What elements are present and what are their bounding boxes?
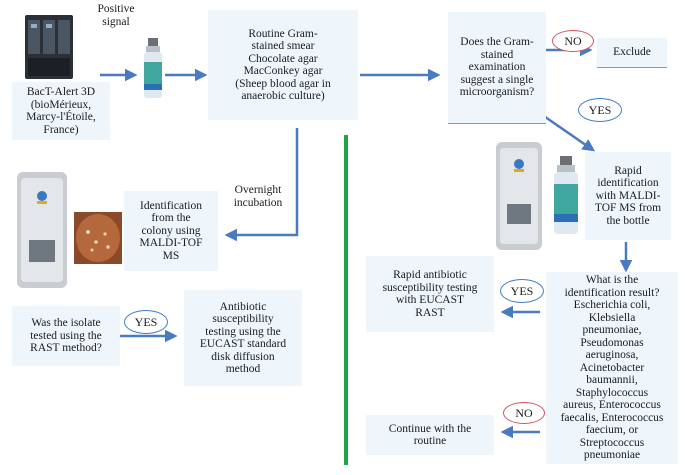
blood-culture-bottle-icon — [144, 38, 162, 98]
continue-routine-box: Continue with the routine — [366, 415, 494, 455]
standard-ast-box: Antibiotic susceptibility testing using … — [184, 290, 302, 386]
agar-plate-icon — [74, 212, 122, 264]
rast-question-box: Was the isolate tested using the RAST me… — [12, 306, 120, 366]
no-decision-gram: NO — [552, 30, 594, 52]
rapid-identification-box: Rapid identification with MALDI- TOF MS … — [585, 152, 671, 240]
bact-alert-instrument-icon — [25, 15, 73, 79]
no-decision-result: NO — [503, 402, 545, 424]
arrow-gram-to-rapid-id — [537, 110, 596, 152]
bact-alert-box: BacT-Alert 3D (bioMérieux, Marcy-l'Étoil… — [12, 82, 110, 140]
identification-from-colony-box: Identification from the colony using MAL… — [124, 191, 218, 271]
positive-signal-label: Positive signal — [97, 3, 135, 28]
exclude-box: Exclude — [597, 38, 667, 68]
maldi-tof-instrument-icon — [496, 142, 542, 250]
routine-culture-box: Routine Gram- stained smear Chocolate ag… — [208, 10, 358, 120]
rapid-ast-box: Rapid antibiotic susceptibility testing … — [366, 256, 494, 332]
maldi-tof-instrument-icon — [17, 172, 67, 288]
blood-culture-bottle-icon — [554, 156, 578, 234]
arrow-routine-to-colony-id — [224, 128, 299, 242]
gram-stain-question-box: Does the Gram- stained examination sugge… — [448, 12, 546, 124]
identification-result-question-box: What is the identification result? Esche… — [546, 272, 678, 464]
yes-decision-rast: YES — [124, 310, 168, 334]
yes-decision-gram: YES — [578, 98, 622, 122]
overnight-incubation-label: Overnight incubation — [233, 184, 283, 209]
yes-decision-result: YES — [500, 279, 544, 303]
